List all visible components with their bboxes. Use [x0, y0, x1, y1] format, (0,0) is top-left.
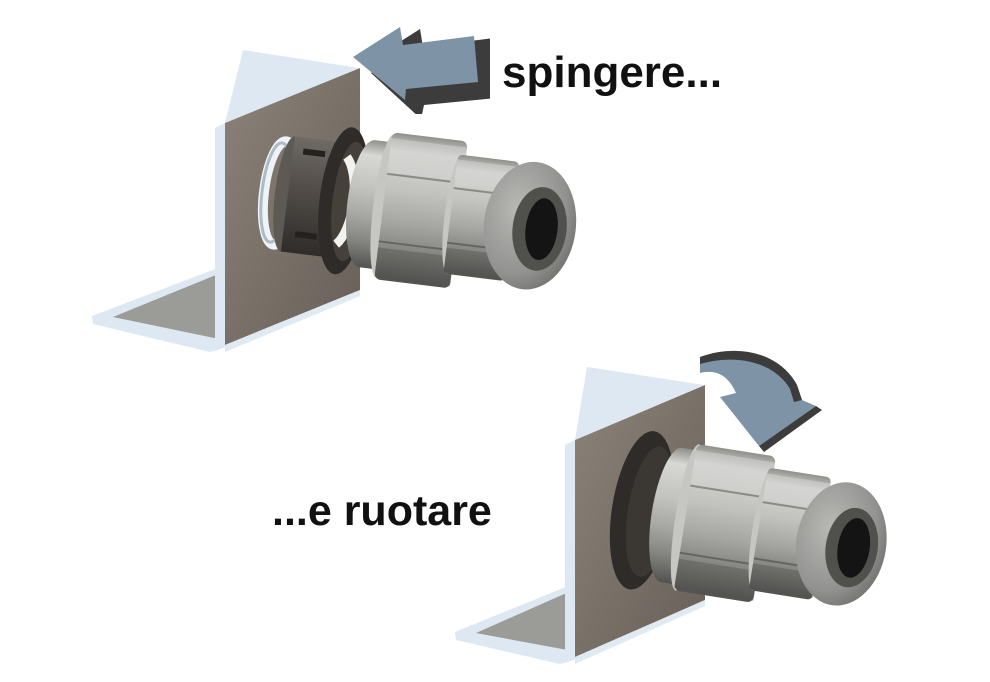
cable-gland: [257, 127, 577, 290]
collar-slot: [294, 231, 318, 240]
cable-entry-hole: [525, 198, 558, 260]
cable-entry-hole: [837, 518, 871, 578]
sealing-cap: [483, 161, 577, 290]
plate-left-edge: [215, 123, 225, 351]
step-rotate-caption: ...e ruotare: [272, 487, 492, 535]
base-top-face: [476, 591, 573, 651]
cable-gland: [609, 431, 887, 606]
sealing-cap: [795, 482, 887, 606]
gland-hex-body: [670, 444, 776, 602]
rotate-step-illustration: [455, 367, 887, 664]
bracket-base: [455, 584, 577, 664]
plate-left-edge: [565, 440, 575, 663]
plate-bottom-edge: [225, 290, 360, 352]
push-step-illustration: [92, 50, 577, 352]
gland-hex-nut: [748, 468, 831, 600]
collar-slot: [302, 148, 326, 158]
push-arrow-left-icon: [353, 27, 490, 114]
base-top-face: [113, 275, 219, 339]
bracket-base: [92, 268, 226, 352]
rotate-arrow-icon: [700, 350, 822, 452]
plate-top-edge: [575, 367, 704, 440]
plate-top-edge: [225, 50, 359, 123]
plate-bottom-edge: [575, 600, 705, 664]
step-push-caption: spingere...: [502, 48, 723, 97]
